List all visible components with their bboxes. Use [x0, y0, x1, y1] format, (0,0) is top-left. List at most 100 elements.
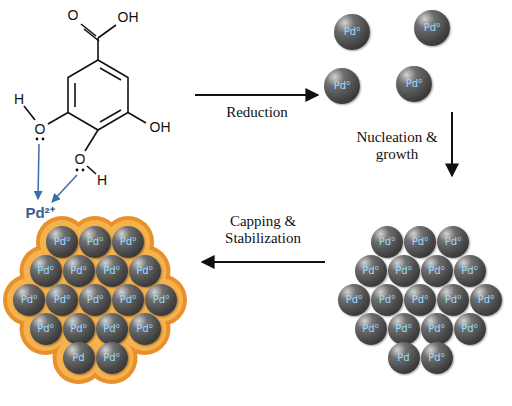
pd-nanoparticle: Pd⁰	[129, 255, 161, 287]
ion-label: Pd²⁺	[25, 204, 54, 221]
atom-label: Pd⁰	[445, 237, 461, 247]
pd-nanoparticle: Pd⁰	[437, 284, 469, 316]
atom-label: Pd⁰	[37, 266, 53, 276]
step-label: Capping & Stabilization	[211, 213, 315, 248]
atom-label: Pd⁰	[70, 324, 86, 334]
atom-label: O	[75, 151, 86, 167]
atom-label: Pd⁰	[120, 295, 136, 305]
atom-label: Pd⁰	[70, 266, 86, 276]
pd-nanoparticle: Pd⁰	[355, 313, 387, 345]
capping-layer	[57, 336, 101, 380]
lone-pair-dot	[42, 138, 45, 141]
atom-label: Pd⁰	[379, 237, 395, 247]
pd-nanoparticle: Pd⁰	[404, 284, 436, 316]
bond	[85, 130, 98, 151]
pd-nanoparticle: Pd⁰	[421, 255, 453, 287]
pd-nanoparticle: Pd⁰	[79, 284, 111, 316]
pd-nanoparticle: Pd⁰	[96, 313, 128, 345]
atom-label: Pd⁰	[428, 324, 444, 334]
atom-label: Pd⁰	[412, 295, 428, 305]
atom-label: Pd⁰	[37, 324, 53, 334]
atom-label: Pd⁰	[136, 266, 152, 276]
atom-label: Pd⁰	[395, 324, 411, 334]
atom-label: Pd⁰	[153, 295, 169, 305]
atom-label: Pd⁰	[428, 266, 444, 276]
pd-nanoparticle: Pd⁰	[437, 226, 469, 258]
pd-nanoparticle: Pd⁰	[145, 284, 177, 316]
lone-pair-dot	[82, 169, 85, 172]
pd-nanoparticle: Pd⁰	[388, 255, 420, 287]
pd-nanoparticle: Pd⁰	[355, 255, 387, 287]
bond	[128, 113, 146, 124]
atom-label: Pd⁰	[346, 295, 362, 305]
atom-label: Pd⁰	[136, 324, 152, 334]
pd-nanoparticle: Pd⁰	[371, 284, 403, 316]
atom-label: Pd⁰	[54, 237, 70, 247]
pd-nanoparticle: Pd⁰	[30, 255, 62, 287]
atom-label: Pd⁰	[87, 295, 103, 305]
atom-label: Pd⁰	[103, 353, 119, 363]
pd-nanoparticle: Pd⁰	[421, 342, 453, 374]
capping-layer	[90, 336, 134, 380]
atom-label: Pd⁰	[334, 81, 350, 91]
pd-nanoparticle: Pd⁰	[13, 284, 45, 316]
pd-nanoparticle: Pd⁰	[396, 66, 432, 102]
process-arrow	[451, 112, 453, 176]
step-label: Nucleation & growth	[355, 129, 439, 164]
bond	[98, 25, 116, 38]
pd-nanoparticle: Pd⁰	[112, 226, 144, 258]
pd-nanoparticle: Pd⁰	[324, 68, 360, 104]
atom-label: Pd⁰	[424, 23, 440, 33]
step-label: Reduction	[226, 104, 288, 121]
pd-nanoparticle: Pd⁰	[414, 10, 450, 46]
pd-nanoparticle: Pd	[63, 342, 95, 374]
pd-nanoparticle: Pd⁰	[129, 313, 161, 345]
atom-label: Pd⁰	[344, 27, 360, 37]
atom-label: OH	[118, 9, 139, 25]
bond	[48, 113, 68, 125]
process-arrow	[202, 261, 325, 263]
atom-label: Pd⁰	[362, 266, 378, 276]
process-arrow	[195, 94, 318, 96]
atom-label: H	[14, 91, 24, 107]
pd-nanoparticle: Pd⁰	[96, 342, 128, 374]
bond	[24, 106, 35, 120]
atom-label: Pd⁰	[87, 237, 103, 247]
lone-pair-dot	[36, 138, 39, 141]
pd-nanoparticle: Pd⁰	[112, 284, 144, 316]
pd-nanoparticle: Pd⁰	[388, 313, 420, 345]
coordination-arrow	[38, 144, 39, 199]
lone-pair-dot	[76, 169, 79, 172]
atom-label: OH	[150, 119, 171, 135]
atom-label: Pd	[397, 353, 409, 363]
atom-label: Pd⁰	[21, 295, 37, 305]
atom-label: Pd⁰	[445, 295, 461, 305]
atom-label: H	[97, 172, 107, 188]
atom-label: Pd⁰	[103, 324, 119, 334]
pd-nanoparticle: Pd⁰	[334, 14, 370, 50]
atom-label: Pd	[72, 353, 84, 363]
benzene-ring	[68, 60, 128, 130]
double-bond	[74, 83, 76, 107]
double-bond	[100, 68, 121, 80]
atom-label: Pd⁰	[120, 237, 136, 247]
atom-label: Pd⁰	[461, 324, 477, 334]
atom-label: Pd⁰	[103, 266, 119, 276]
pd-nanoparticle: Pd⁰	[96, 255, 128, 287]
pd-nanoparticle: Pd⁰	[79, 226, 111, 258]
coordination-arrow	[52, 175, 77, 202]
atom-label: Pd⁰	[362, 324, 378, 334]
pd-nanoparticle: Pd	[388, 342, 420, 374]
double-bond	[100, 110, 121, 122]
atom-label: Pd⁰	[461, 266, 477, 276]
pd-nanoparticle: Pd⁰	[454, 313, 486, 345]
atom-label: Pd⁰	[478, 295, 494, 305]
atom-label: Pd⁰	[412, 237, 428, 247]
pd-nanoparticle: Pd⁰	[63, 255, 95, 287]
double-bond	[84, 29, 99, 41]
pd-nanoparticle: Pd⁰	[421, 313, 453, 345]
pd-nanoparticle: Pd⁰	[404, 226, 436, 258]
atom-label: O	[68, 7, 79, 23]
bond	[87, 166, 96, 174]
pd-nanoparticle: Pd⁰	[46, 284, 78, 316]
